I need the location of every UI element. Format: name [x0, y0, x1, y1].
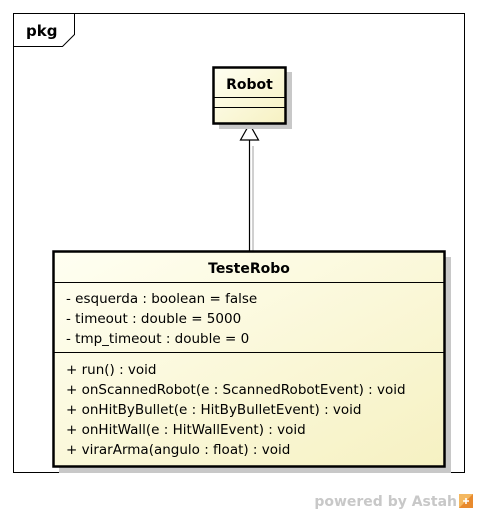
class-testerobo[interactable]: TesteRobo - esquerda : boolean = false -…	[52, 250, 452, 474]
class-robot[interactable]: Robot	[212, 66, 293, 130]
class-testerobo-name: TesteRobo	[208, 261, 290, 277]
attribute-item: - timeout : double = 5000	[66, 311, 241, 327]
operation-item: + virarArma(angulo : float) : void	[66, 442, 290, 458]
operation-item: + onHitWall(e : HitWallEvent) : void	[66, 422, 306, 438]
attribute-list: - esquerda : boolean = false - timeout :…	[66, 291, 257, 347]
class-robot-name: Robot	[226, 77, 273, 93]
generalization-arrowhead	[239, 122, 260, 141]
generalization-connector[interactable]	[239, 122, 260, 251]
operation-item: + onHitByBullet(e : HitByBulletEvent) : …	[66, 402, 362, 418]
package-tab	[13, 13, 75, 47]
attribute-item: - tmp_timeout : double = 0	[66, 331, 249, 347]
operation-list: + run() : void + onScannedRobot(e : Scan…	[66, 362, 406, 458]
operation-item: + onScannedRobot(e : ScannedRobotEvent) …	[66, 382, 406, 398]
class-robot-box[interactable]	[212, 66, 287, 125]
powered-by-text: powered by Astah	[314, 494, 457, 510]
attribute-item: - esquerda : boolean = false	[66, 291, 257, 307]
package-label: pkg	[26, 22, 57, 40]
astah-logo-icon	[459, 494, 473, 508]
operation-item: + run() : void	[66, 362, 157, 378]
class-testerobo-box[interactable]	[52, 250, 446, 468]
astah-watermark: powered by Astah	[314, 494, 473, 510]
